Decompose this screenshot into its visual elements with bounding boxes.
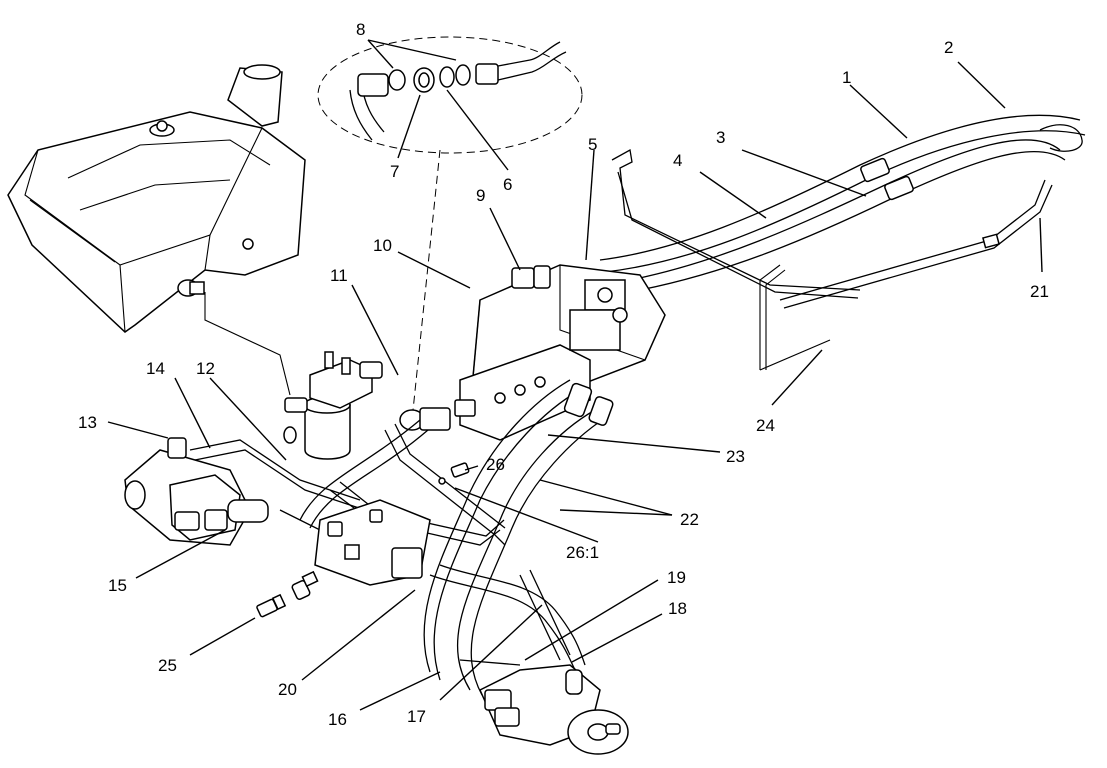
front-pump [124,437,269,546]
callout-24: 24 [756,416,775,435]
hydraulic-filter [283,351,383,460]
callout-labels: 1 2 3 4 5 6 7 8 9 10 11 12 13 14 15 16 1… [78,20,1049,729]
lower-tubes [429,564,586,671]
callout-26: 26 [486,455,505,474]
detail-inset [317,36,583,421]
callout-9: 9 [476,186,485,205]
callout-5: 5 [588,135,597,154]
callout-19: 19 [667,568,686,587]
callout-7: 7 [390,162,399,181]
callout-25: 25 [158,656,177,675]
callout-3: 3 [716,128,725,147]
control-valve [399,264,666,441]
rear-motor [479,664,629,755]
callout-11: 11 [330,266,348,285]
leader-lines [107,39,1043,711]
drive-hoses [423,379,614,696]
callout-16: 16 [328,710,347,729]
loose-fittings [256,462,470,618]
callout-2: 2 [944,38,953,57]
callout-26-1: 26:1 [566,543,599,562]
callout-17: 17 [407,707,426,726]
callout-20: 20 [278,680,297,699]
callout-12: 12 [196,359,215,378]
callout-1: 1 [842,68,851,87]
hydraulic-tank [7,64,306,396]
upper-hoses [599,114,1086,371]
callout-21: 21 [1030,282,1049,301]
lower-manifold [189,419,506,586]
callout-23: 23 [726,447,745,466]
callout-4: 4 [673,151,682,170]
callout-15: 15 [108,576,127,595]
callout-18: 18 [668,599,687,618]
callout-13: 13 [78,413,97,432]
callout-8: 8 [356,20,365,39]
callout-14: 14 [146,359,165,378]
callout-6: 6 [503,175,512,194]
callout-22: 22 [680,510,699,529]
callout-10: 10 [373,236,392,255]
